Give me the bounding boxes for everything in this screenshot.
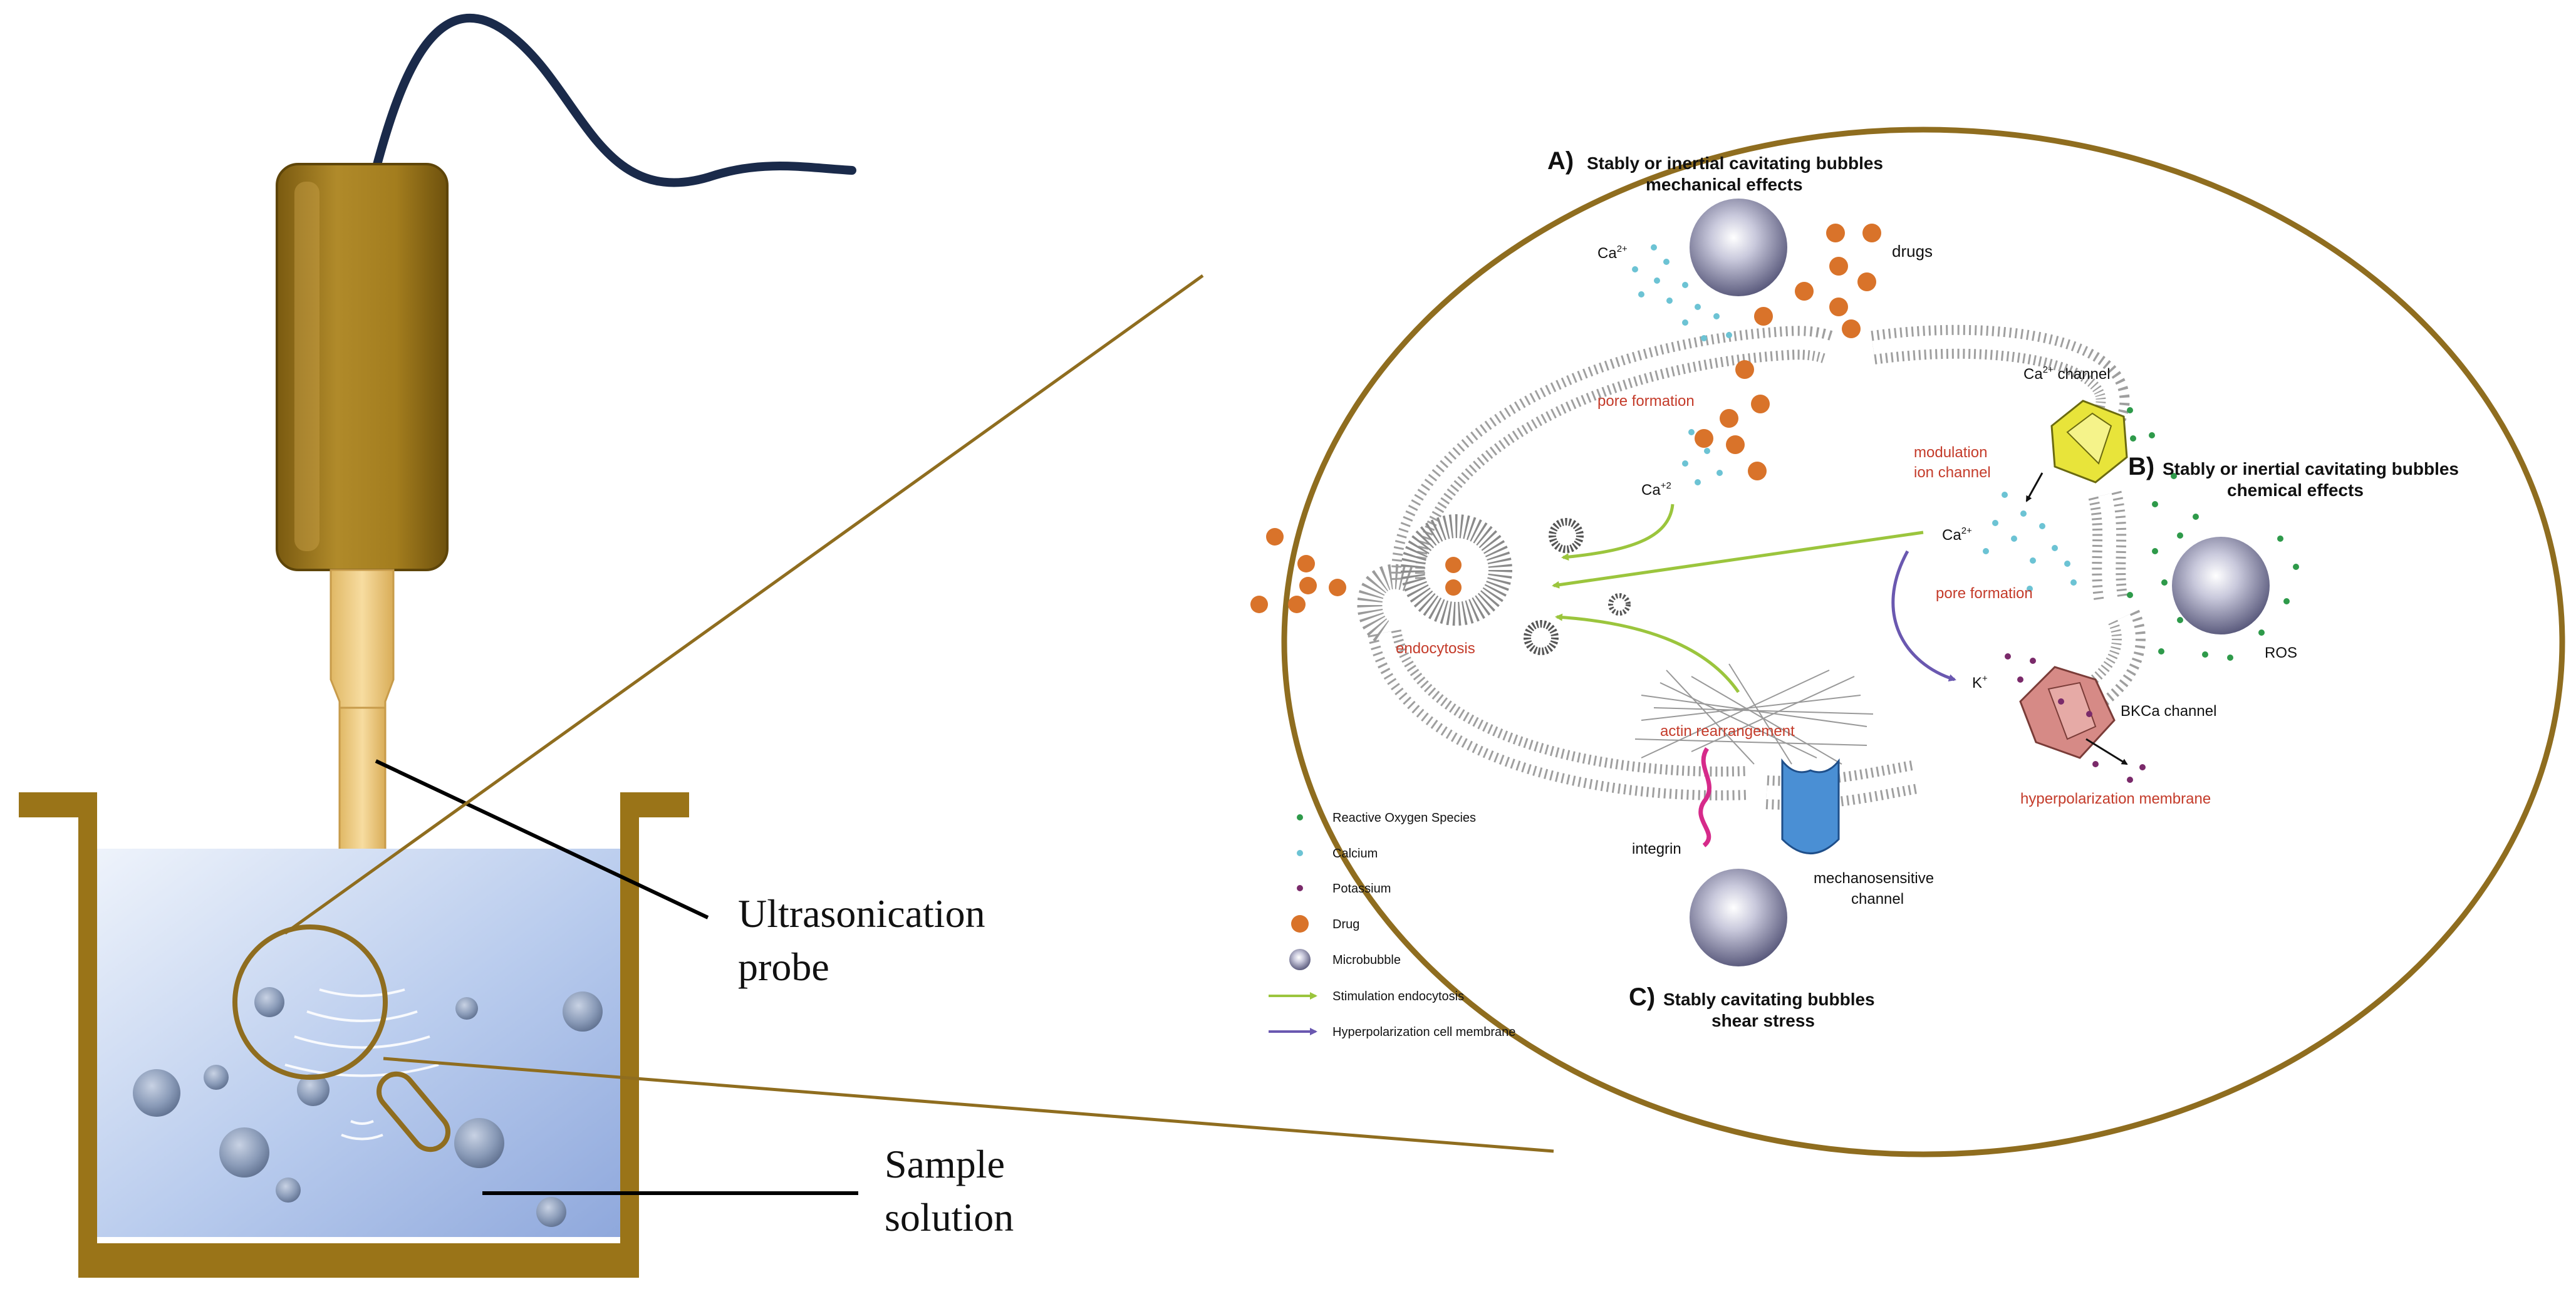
sample-liquid: [97, 849, 620, 1237]
actin-label: actin rearrangement: [1660, 723, 1795, 740]
modulation-label-line2: ion channel: [1914, 464, 1991, 481]
section-a-line1: Stably or inertial cavitating bubbles: [1587, 153, 1883, 173]
cell-membrane-core: [1378, 334, 2136, 800]
hyperpolarization-arrow: [1891, 550, 1956, 682]
mechano-label-line2: channel: [1851, 891, 1904, 908]
small-vesicle: [1608, 593, 1631, 616]
section-b-line1: Stably or inertial cavitating bubbles: [2163, 459, 2459, 479]
legend-label: Potassium: [1332, 882, 1391, 896]
section-c-line1: Stably cavitating bubbles: [1663, 990, 1875, 1009]
ros-label: ROS: [2265, 644, 2297, 661]
endocytosis-arrow: [1561, 504, 1675, 561]
section-c-letter: C): [1629, 983, 1655, 1011]
endocytosis-arrow: [1555, 613, 1740, 693]
potassium-ions: [2005, 653, 2146, 783]
integrin: [1698, 747, 1712, 847]
endocytic-vesicle: [1401, 514, 1512, 626]
drug-particle: [1299, 577, 1317, 594]
probe-label-line2: probe: [738, 945, 829, 989]
sample-label-line1: Sample: [885, 1142, 1005, 1186]
liquid-bubble: [563, 991, 603, 1032]
pore-formation-top-label: pore formation: [1597, 393, 1695, 410]
integrin-label: integrin: [1632, 841, 1681, 857]
legend-drug-dot: [1291, 915, 1309, 933]
actin-network: [1634, 663, 1874, 765]
section-a-line2: mechanical effects: [1646, 175, 1803, 194]
pore-formation-right-label: pore formation: [1936, 585, 2033, 602]
calcium-ions-right: [1983, 492, 2077, 592]
small-vesicle: [1549, 518, 1584, 553]
liquid-bubble: [536, 1197, 566, 1227]
mechanosensitive-channel: [1781, 758, 1840, 854]
probe-horn: [330, 569, 395, 709]
liquid-bubble: [204, 1065, 229, 1090]
drugs-label: drugs: [1892, 242, 1933, 261]
endocytosis-arrow: [1552, 531, 1924, 589]
probe-label-line1: Ultrasonication: [738, 891, 985, 936]
zoom-ellipse: [1281, 127, 2565, 1157]
liquid-bubble: [133, 1069, 180, 1117]
section-a-letter: A): [1547, 147, 1574, 175]
modulation-label-line1: modulation: [1914, 444, 1987, 461]
drug-particle: [1266, 528, 1284, 546]
liquid-bubble: [254, 987, 284, 1017]
section-b-letter: B): [2128, 453, 2154, 480]
bkca-label: BKCa channel: [2121, 703, 2216, 720]
hyperpolarization-label: hyperpolarization membrane: [2020, 790, 2211, 807]
vesicle-drug: [1445, 557, 1462, 573]
ca-mid-label: Ca+2: [1641, 480, 1671, 499]
ca-channel: [2025, 400, 2128, 502]
legend-label: Microbubble: [1332, 953, 1401, 967]
section-b-line2: chemical effects: [2227, 480, 2364, 500]
legend-microbubble-icon: [1289, 949, 1311, 970]
legend-potassium-dot: [1297, 885, 1303, 891]
liquid-bubble: [297, 1074, 330, 1106]
section-c-line2: shear stress: [1711, 1011, 1815, 1030]
liquid-bubble: [455, 997, 478, 1020]
legend-label: Hyperpolarization cell membrane: [1332, 1025, 1515, 1039]
ca-right-label: Ca2+: [1942, 525, 1972, 544]
legend-calcium-dot: [1297, 850, 1303, 856]
probe-pointer-line: [375, 759, 709, 919]
drug-particle: [1250, 596, 1268, 613]
probe-cable: [371, 13, 856, 187]
drug-particle: [1297, 555, 1315, 572]
ultrasound-waves: [284, 988, 439, 1141]
ca-top-label: Ca2+: [1597, 244, 1628, 262]
legend-label: Drug: [1332, 918, 1359, 931]
drug-cluster-top: [1695, 224, 1881, 480]
drug-particle: [1288, 596, 1306, 613]
mechano-label-line1: mechanosensitive: [1814, 870, 1934, 887]
endocytosis-label: endocytosis: [1396, 640, 1475, 657]
ros-particles: [2127, 407, 2299, 661]
sample-container: [19, 792, 689, 1278]
microbubble-right: [2172, 537, 2270, 634]
legend-ros-dot: [1297, 814, 1303, 820]
vesicle-drug: [1445, 579, 1462, 596]
sample-label-line2: solution: [885, 1195, 1014, 1240]
drug-particle: [1329, 579, 1346, 596]
endocytosis-invagination: [1357, 564, 1413, 644]
legend-label: Calcium: [1332, 847, 1378, 861]
ca-channel-label: Ca2+ channel: [2023, 365, 2111, 383]
legend-label: Reactive Oxygen Species: [1332, 811, 1476, 825]
liquid-bubble: [219, 1127, 269, 1178]
liquid-bubble: [276, 1178, 301, 1203]
callout-line-bottom: [383, 1057, 1554, 1153]
microbubble-bottom: [1690, 869, 1787, 966]
legend-label: Stimulation endocytosis: [1332, 990, 1464, 1003]
liquid-bubble: [454, 1118, 504, 1168]
magnifier-lens: [232, 924, 388, 1080]
k-label: K+: [1972, 673, 1988, 691]
calcium-ions-top: [1632, 244, 1732, 485]
callout-line-top: [284, 274, 1204, 935]
bkca-channel: [2019, 666, 2128, 765]
small-vesicle: [1524, 620, 1559, 655]
legend: Reactive Oxygen Species Calcium Potassiu…: [1269, 811, 1515, 1039]
magnifier-handle: [377, 1071, 450, 1152]
probe-handle-highlight: [294, 182, 319, 551]
microbubble-top: [1690, 199, 1787, 296]
